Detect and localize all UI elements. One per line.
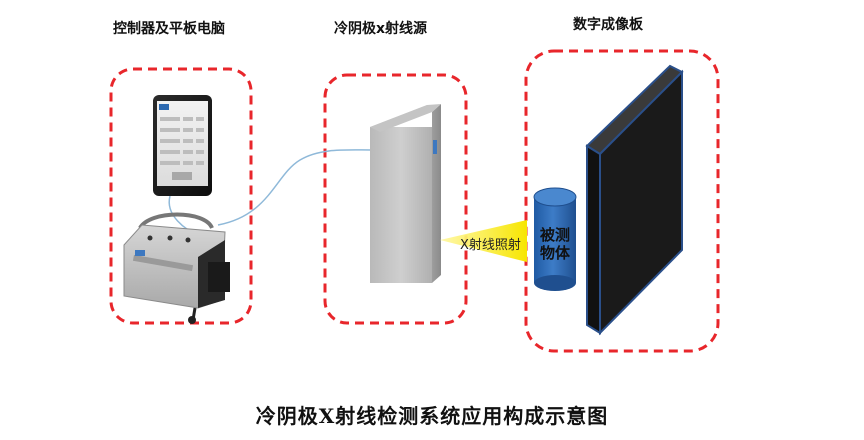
object-label-line1: 被测 — [539, 226, 570, 244]
xray-source-label: 冷阴极x射线源 — [334, 21, 428, 37]
cable-controller-to-source — [217, 149, 373, 226]
object-label-line2: 物体 — [539, 244, 570, 262]
detector-group-border — [524, 49, 720, 353]
detector-label: 数字成像板 — [573, 17, 643, 33]
controller-unit — [123, 212, 230, 324]
digital-detector-panel — [585, 64, 684, 336]
test-object-cylinder — [533, 187, 577, 291]
diagram-caption: 冷阴极X射线检测系统应用构成示意图 — [255, 404, 609, 428]
xray-source-group-border — [323, 73, 468, 325]
xray-source-unit — [370, 104, 441, 283]
tablet-device — [153, 95, 212, 196]
beam-label: X射线照射 — [460, 238, 521, 253]
xray-beam — [440, 220, 527, 262]
controller-group-border — [109, 67, 253, 325]
controller-label: 控制器及平板电脑 — [113, 21, 225, 37]
